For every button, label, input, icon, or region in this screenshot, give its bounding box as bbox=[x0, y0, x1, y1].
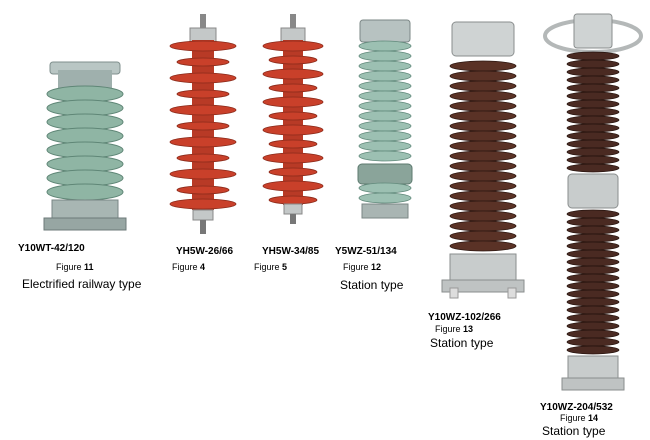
figure-word: Figure bbox=[172, 262, 198, 272]
arrester-image-fig14 bbox=[543, 13, 643, 391]
figure-word: Figure bbox=[56, 262, 82, 272]
model-label-fig11: Y10WT-42/120 bbox=[18, 243, 85, 254]
arrester-image-fig11 bbox=[43, 61, 127, 231]
figure-caption-fig14: Figure 14 bbox=[560, 413, 598, 423]
figure-caption-fig4: Figure 4 bbox=[172, 262, 205, 272]
figure-number: 4 bbox=[200, 262, 206, 272]
arrester-image-fig5 bbox=[262, 14, 324, 224]
model-label-fig13: Y10WZ-102/266 bbox=[428, 312, 501, 323]
figure-caption-fig11: Figure 11 bbox=[56, 262, 94, 272]
figure-caption-fig5: Figure 5 bbox=[254, 262, 287, 272]
arrester-image-fig4 bbox=[169, 14, 237, 234]
figure-number: 12 bbox=[371, 262, 382, 272]
figure-number: 14 bbox=[588, 413, 599, 423]
figure-word: Figure bbox=[560, 413, 586, 423]
figure-word: Figure bbox=[254, 262, 280, 272]
model-label-fig14: Y10WZ-204/532 bbox=[540, 402, 613, 413]
model-label-fig4: YH5W-26/66 bbox=[176, 246, 234, 257]
figure-caption-fig12: Figure 12 bbox=[343, 262, 381, 272]
type-label-fig13: Station type bbox=[430, 336, 494, 350]
figure-word: Figure bbox=[435, 324, 461, 334]
type-label-fig12: Station type bbox=[340, 278, 404, 292]
model-label-fig5: YH5W-34/85 bbox=[262, 246, 320, 257]
figure-caption-fig13: Figure 13 bbox=[435, 324, 473, 334]
arrester-image-fig13 bbox=[441, 21, 525, 299]
type-label-fig11: Electrified railway type bbox=[22, 277, 142, 291]
figure-number: 13 bbox=[463, 324, 474, 334]
arrester-image-fig12 bbox=[357, 19, 413, 219]
figure-number: 11 bbox=[84, 262, 94, 272]
model-label-fig12: Y5WZ-51/134 bbox=[335, 246, 397, 257]
figure-word: Figure bbox=[343, 262, 369, 272]
type-label-fig14: Station type bbox=[542, 424, 606, 438]
figure-number: 5 bbox=[282, 262, 288, 272]
